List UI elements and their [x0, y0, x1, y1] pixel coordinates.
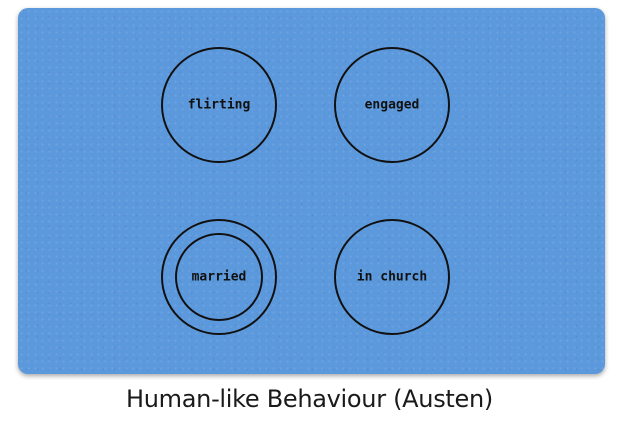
state-label-engaged: engaged [365, 98, 420, 113]
state-circle [334, 47, 450, 163]
state-flirting: flirting [161, 47, 277, 163]
state-circle-inner [175, 233, 263, 321]
state-circle-outer [161, 219, 277, 335]
state-diagram: flirting engaged married in church [161, 47, 450, 335]
state-label-flirting: flirting [188, 98, 251, 113]
state-circle [161, 47, 277, 163]
slide-caption: Human-like Behaviour (Austen) [126, 385, 493, 413]
state-in-church: in church [334, 219, 450, 335]
state-engaged: engaged [334, 47, 450, 163]
state-circle [334, 219, 450, 335]
state-married: married [161, 219, 277, 335]
state-label-married: married [192, 270, 247, 285]
diagram-panel: flirting engaged married in church [18, 8, 605, 374]
state-label-in-church: in church [357, 270, 427, 285]
